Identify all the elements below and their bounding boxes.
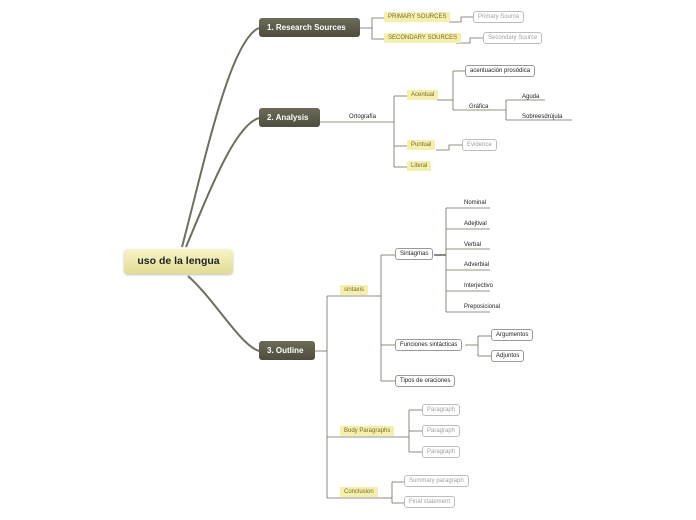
literal-node[interactable]: Literal (407, 161, 432, 171)
primary-sources-node[interactable]: PRIMARY SOURCES (384, 12, 451, 22)
connector-2 (185, 117, 260, 248)
conclusion-node[interactable]: Conclusion (340, 487, 378, 497)
acentual-node[interactable]: Acentual (407, 90, 439, 100)
puntual-node[interactable]: Puntual (407, 140, 436, 150)
connector-1 (181, 27, 260, 248)
connector-4 (360, 17, 384, 29)
sintagma-preposicional[interactable]: Preposicional (464, 304, 501, 310)
topic-outline[interactable]: 3. Outline (259, 341, 315, 360)
paragraph-node-2[interactable]: Paragraph (422, 425, 461, 437)
connector-7 (456, 37, 483, 44)
topic-research-sources[interactable]: 1. Research Sources (259, 18, 360, 37)
secondary-source-node[interactable]: Secondary Source (483, 32, 543, 44)
sintagmas-node[interactable]: Sintagmas (395, 248, 434, 260)
funciones-sintacticas-node[interactable]: Funciones sintácticas (395, 339, 463, 351)
sintagma-adverbial[interactable]: Adverbial (464, 262, 490, 268)
connector-20 (436, 144, 462, 151)
sintagma-adjetival[interactable]: Adejtival (464, 221, 487, 227)
acentuacion-prosodica-node[interactable]: acentuación prosódica (465, 65, 536, 77)
sintagma-nominal[interactable]: Nominal (464, 200, 487, 206)
summary-paragraph-node[interactable]: Summary paragraph (404, 475, 469, 487)
connector-5 (371, 28, 384, 40)
connector-3 (187, 275, 260, 352)
sintaxis-node[interactable]: sintaxis (340, 285, 369, 295)
paragraph-node-1[interactable]: Paragraph (422, 404, 461, 416)
connector-6 (449, 16, 473, 23)
secondary-sources-node[interactable]: SECONDARY SOURCES (384, 33, 462, 43)
root-node[interactable]: uso de la lengua (124, 249, 233, 274)
sobreesdrujula-node[interactable]: Sobreesdrújula (522, 114, 563, 120)
sintagma-interjectivo[interactable]: Interjectivo (464, 283, 494, 289)
topic-analysis[interactable]: 2. Analysis (259, 108, 320, 127)
argumentos-node[interactable]: Argumentos (491, 329, 534, 341)
tipos-de-oraciones-node[interactable]: Tipos de oraciones (395, 375, 456, 387)
paragraph-node-3[interactable]: Paragraph (422, 446, 461, 458)
adjuntos-node[interactable]: Adjuntos (491, 350, 525, 362)
aguda-node[interactable]: Aguda (522, 94, 540, 100)
ortografia-node[interactable]: Ortografía (349, 114, 377, 120)
body-paragraphs-node[interactable]: Body Paragraphs (340, 426, 395, 436)
sintagma-verbal[interactable]: Verbal (464, 242, 482, 248)
evidence-node[interactable]: Evidence (462, 139, 497, 151)
grafica-node[interactable]: Gráfica (469, 104, 489, 110)
primary-source-node[interactable]: Primary Source (473, 11, 525, 23)
final-statement-node[interactable]: Final statement (404, 496, 456, 508)
